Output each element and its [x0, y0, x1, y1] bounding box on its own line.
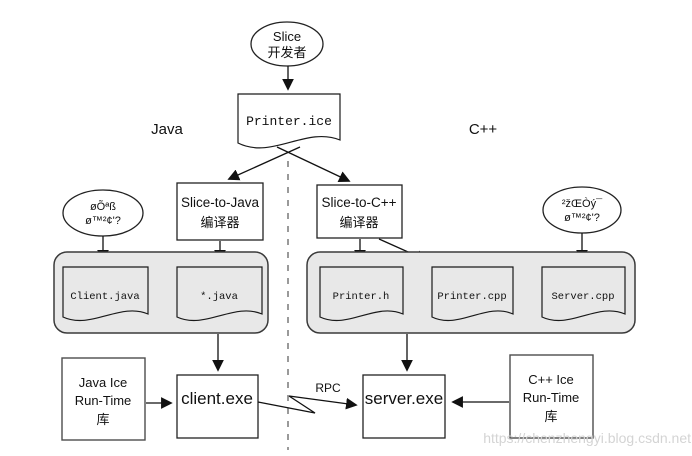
cpp-server-developer-line2: ø™²¢'?: [564, 212, 600, 224]
cpp-files-container: [306, 251, 636, 334]
printer-h-label: Printer.h: [333, 291, 390, 303]
slice-to-cpp-compiler-box: [316, 184, 403, 239]
slice-developer-label-line1: Slice: [273, 29, 301, 44]
server-cpp-doc: [541, 266, 626, 322]
server-exe-box: [362, 374, 446, 439]
server-cpp-label: Server.cpp: [551, 291, 614, 303]
client-exe-label: client.exe: [181, 389, 253, 408]
generated-java-label: *.java: [200, 291, 238, 303]
printer-cpp-doc: [431, 266, 514, 322]
client-exe-box: [176, 374, 259, 439]
java-client-developer-line2: ø™²¢'?: [85, 215, 121, 227]
printer-h-doc: [319, 266, 404, 322]
java-runtime-line2: Run-Time: [75, 393, 132, 408]
slice-to-cpp-label-line2: 编译器: [339, 215, 378, 230]
slice-developer-ellipse: [250, 21, 324, 67]
generated-java-doc: [176, 266, 263, 322]
slice-to-java-label-line1: Slice-to-Java: [181, 195, 260, 210]
rpc-zigzag-arrow: [257, 395, 358, 414]
slice-to-java-compiler-box: [176, 182, 264, 241]
java-files-container: [53, 251, 269, 334]
printer-ice-doc: [237, 93, 341, 149]
rpc-label: RPC: [315, 381, 341, 395]
java-runtime-line3: 库: [96, 412, 109, 427]
client-java-doc: [62, 266, 149, 322]
java-section-label: Java: [151, 121, 183, 138]
client-java-label: Client.java: [70, 291, 139, 303]
printer-cpp-label: Printer.cpp: [437, 291, 506, 303]
java-runtime-line1: Java Ice: [79, 375, 127, 390]
cpp-server-developer-ellipse: [542, 186, 622, 234]
cpp-runtime-line3: 库: [544, 409, 557, 424]
slice-developer-label-line2: 开发者: [267, 45, 306, 60]
slice-to-java-label-line2: 编译器: [200, 215, 239, 230]
printer-ice-label: Printer.ice: [246, 114, 332, 129]
cpp-runtime-box: [509, 354, 594, 439]
java-runtime-box: [61, 357, 146, 441]
cpp-runtime-line1: C++ Ice: [528, 372, 574, 387]
java-client-developer-ellipse: [62, 189, 144, 237]
arrow-ice-to-cpp-compiler: [276, 146, 351, 183]
slice-to-cpp-label-line1: Slice-to-C++: [321, 195, 396, 210]
cpp-runtime-line2: Run-Time: [523, 390, 580, 405]
cpp-server-developer-line1: ²žŒÒý¯: [562, 197, 603, 210]
cpp-section-label: C++: [469, 121, 498, 138]
server-exe-label: server.exe: [365, 389, 443, 408]
java-client-developer-line1: øÕªß: [90, 200, 116, 213]
arrow-ice-to-java-compiler: [227, 146, 301, 181]
watermark-text: https://chenzhengyi.blog.csdn.net: [483, 430, 691, 446]
